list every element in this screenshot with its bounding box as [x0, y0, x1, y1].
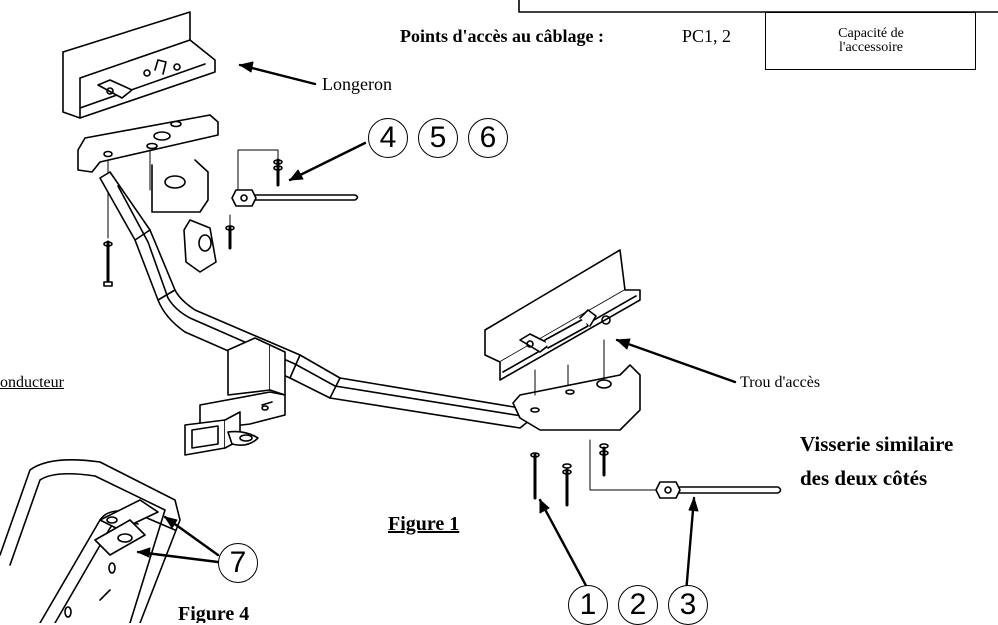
capacity-label-line2: l'accessoire [839, 40, 903, 55]
right-fish-wire [655, 481, 782, 499]
right-frame-rail [484, 249, 641, 381]
right-mount-plate [512, 364, 641, 431]
header-frame-line [518, 0, 998, 13]
label-visserie-line2: des deux côtés [800, 466, 928, 490]
callout-1: 1 [568, 585, 608, 625]
callout-2: 2 [618, 585, 658, 625]
left-bolts [103, 158, 283, 287]
capacity-table-divider [975, 12, 976, 70]
figure4-detail [0, 458, 181, 623]
access-points-value: PC1, 2 [682, 26, 732, 46]
capacity-table: Capacité de l'accessoire [765, 12, 976, 70]
arrow-longeron [238, 63, 317, 86]
callout-3: 3 [668, 585, 708, 625]
receiver [184, 337, 286, 456]
arrow-7b [136, 550, 220, 564]
capacity-label-line1: Capacité de [838, 26, 904, 41]
label-figure-4: Figure 4 [178, 604, 250, 623]
right-hardware-guides [534, 339, 661, 491]
capacity-label-cell: Capacité de l'accessoire [766, 13, 976, 69]
arrow-trou [615, 338, 737, 384]
arrow-3 [684, 496, 696, 595]
pointer-arrows [136, 61, 737, 595]
label-longeron: Longeron [322, 74, 392, 94]
label-visserie-line1: Visserie similaire [800, 432, 954, 456]
left-mount-plate [77, 114, 219, 273]
label-trou-acces: Trou d'accès [740, 374, 821, 391]
label-conducteur: onducteur [0, 374, 64, 391]
arrow-456 [288, 141, 367, 182]
arrow-1 [538, 498, 592, 595]
access-points-label: Points d'accès au câblage : [400, 26, 604, 46]
callout-5: 5 [418, 118, 458, 158]
callout-6: 6 [468, 118, 508, 158]
left-frame-rail [62, 11, 216, 119]
callout-7: 7 [218, 543, 258, 583]
left-fish-wire [231, 189, 359, 207]
label-figure-1: Figure 1 [388, 513, 460, 535]
right-bolts [530, 443, 609, 507]
callout-4: 4 [368, 118, 408, 158]
